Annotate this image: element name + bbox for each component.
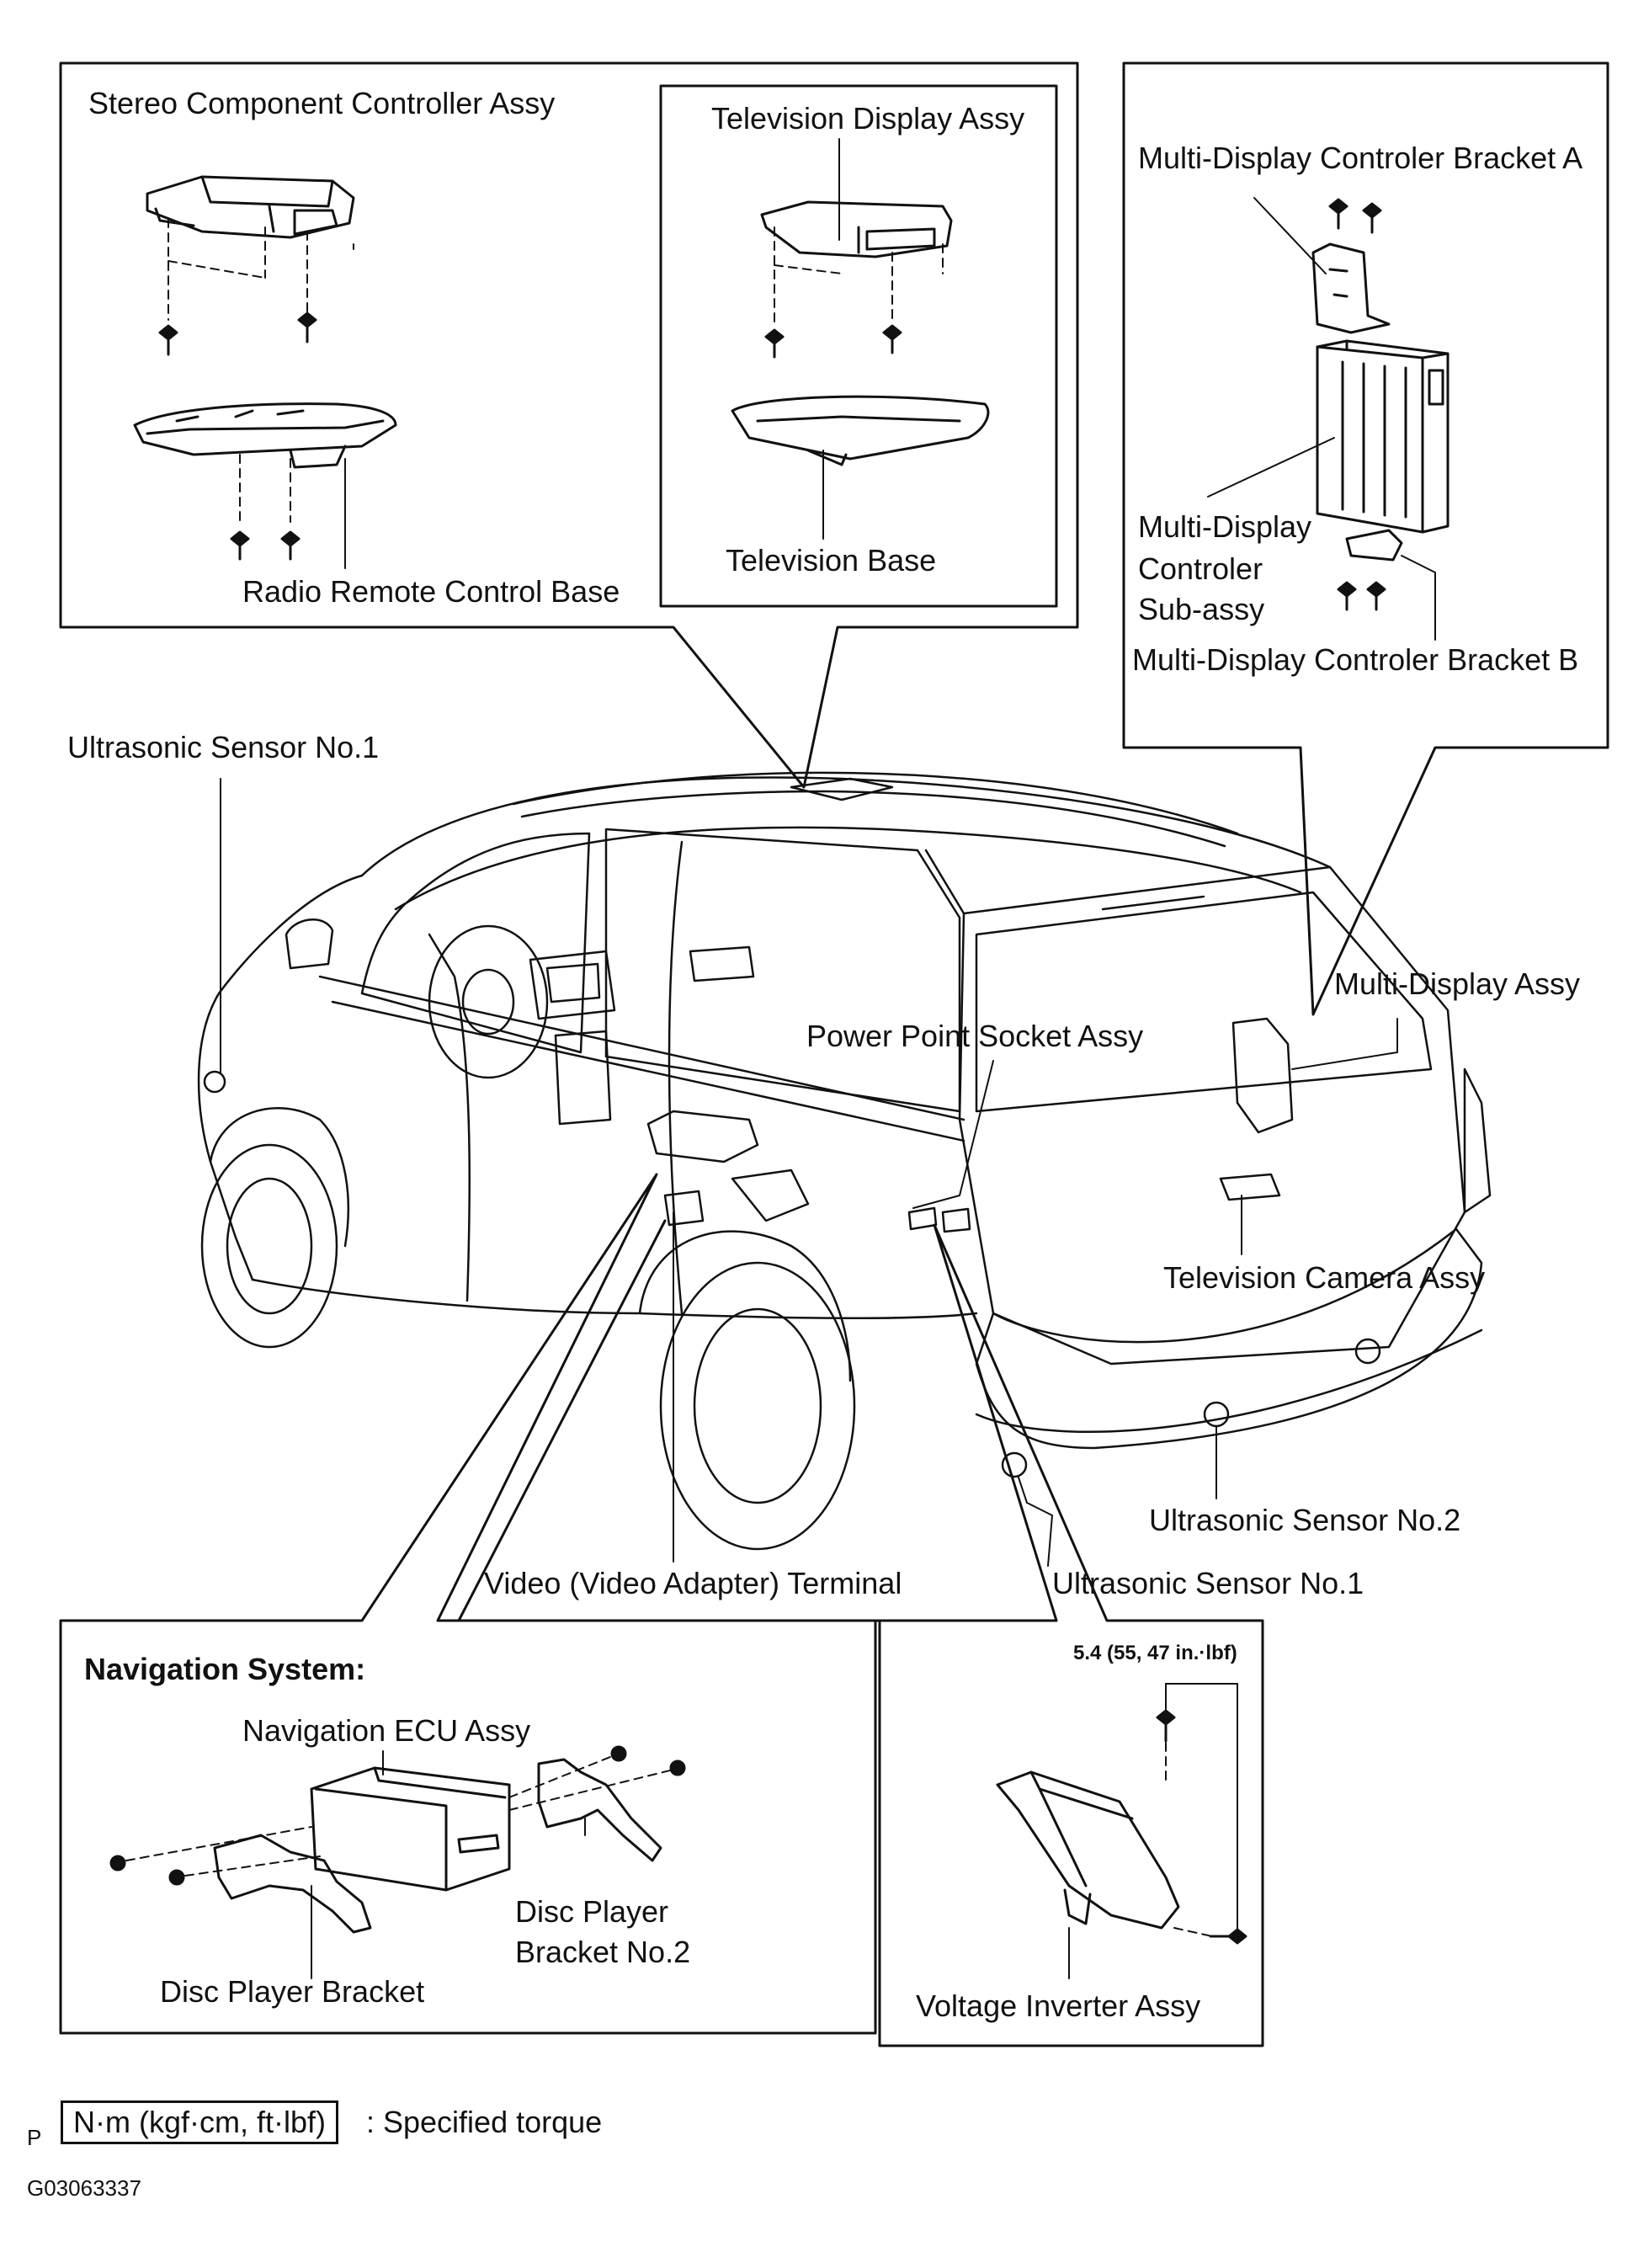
- inverter-dashed-lines: [1165, 1742, 1213, 1937]
- label-tv-camera: Television Camera Assy: [1163, 1260, 1486, 1295]
- tv-bolts-drawing: [764, 324, 902, 359]
- radio-base-bolts-drawing: [230, 530, 301, 561]
- label-md-assy: Multi-Display Assy: [1334, 966, 1581, 1001]
- label-ultrasonic-2: Ultrasonic Sensor No.2: [1149, 1503, 1461, 1537]
- md-bracket-a-drawing: [1311, 242, 1391, 334]
- md-bracket-a-bolts: [1328, 198, 1382, 234]
- md-controller-drawing: [1316, 339, 1450, 534]
- nav-bolts: [109, 1745, 686, 1886]
- figure-id: G03063337: [27, 2175, 141, 2201]
- leader-md-controller: [1207, 437, 1335, 498]
- leader-ultrasonic-1-rear: [1018, 1477, 1053, 1567]
- md-bracket-b-bolts: [1337, 581, 1386, 611]
- label-nav-system: Navigation System:: [84, 1652, 366, 1686]
- callout-frame-navigation: [59, 1173, 877, 2035]
- callout-frame-multi-display: [1122, 61, 1609, 1016]
- legend-torque-box: N·m (kgf·cm, ft·lbf): [61, 2100, 338, 2144]
- label-md-bracket-a: Multi-Display Controler Bracket A: [1138, 141, 1583, 175]
- callout-frame-overhead: [59, 61, 1079, 789]
- label-md-controller-line2: Controler: [1138, 551, 1263, 586]
- legend-marker: P: [27, 2125, 42, 2150]
- label-md-controller-line3: Sub-assy: [1138, 592, 1265, 626]
- leader-power-point: [959, 1060, 994, 1196]
- callout-frame-television: [659, 84, 1058, 608]
- legend-torque-meaning: : Specified torque: [366, 2105, 603, 2139]
- label-md-bracket-b: Multi-Display Controler Bracket B: [1132, 642, 1579, 677]
- callout-frame-video-connector: [450, 1212, 892, 1621]
- leader-md-bracket-a: [1253, 197, 1327, 274]
- disc-bracket-no2-drawing: [537, 1758, 662, 1862]
- label-tv-base: Television Base: [726, 543, 937, 578]
- label-radio-remote-base: Radio Remote Control Base: [242, 574, 620, 609]
- nav-dashed-lines: [125, 1754, 674, 1877]
- label-ultrasonic-1-left: Ultrasonic Sensor No.1: [67, 730, 380, 764]
- stereo-bolts-drawing: [158, 311, 317, 356]
- leader-md-bracket-b: [1401, 555, 1436, 641]
- label-stereo-controller: Stereo Component Controller Assy: [88, 86, 556, 120]
- vehicle-drawing: [197, 771, 1492, 1551]
- label-ultrasonic-1-rear: Ultrasonic Sensor No.1: [1052, 1566, 1364, 1600]
- label-tv-display: Television Display Assy: [711, 101, 1025, 136]
- label-disc-bracket-no2-line1: Disc Player: [515, 1894, 669, 1929]
- label-video-terminal: Video (Video Adapter) Terminal: [484, 1566, 902, 1600]
- callout-frame-inverter: [874, 1223, 1264, 2047]
- stereo-controller-bracket-drawing: [146, 175, 355, 325]
- label-md-controller-line1: Multi-Display: [1138, 509, 1312, 544]
- label-power-point: Power Point Socket Assy: [806, 1019, 1144, 1053]
- label-voltage-inverter: Voltage Inverter Assy: [916, 1988, 1201, 2023]
- tv-display-drawing: [760, 200, 953, 325]
- tv-base-drawing: [731, 395, 990, 466]
- inverter-bolts: [1156, 1709, 1247, 1945]
- callout-frame-video-lines: [457, 1219, 667, 1622]
- label-torque-value: 5.4 (55, 47 in.·lbf): [1073, 1642, 1237, 1664]
- radio-remote-base-drawing: [133, 402, 397, 523]
- leader-torque: [1165, 1683, 1238, 1933]
- voltage-inverter-drawing: [996, 1770, 1180, 1930]
- nav-ecu-drawing: [310, 1766, 511, 1892]
- label-disc-bracket: Disc Player Bracket: [160, 1974, 425, 2009]
- leader-md-assy: [1291, 1018, 1398, 1070]
- label-nav-ecu: Navigation ECU Assy: [242, 1713, 531, 1748]
- disc-bracket-drawing: [213, 1834, 372, 1934]
- leader-power-point-2: [912, 1195, 960, 1209]
- md-bracket-b-drawing: [1345, 529, 1403, 562]
- label-disc-bracket-no2-line2: Bracket No.2: [515, 1935, 691, 1969]
